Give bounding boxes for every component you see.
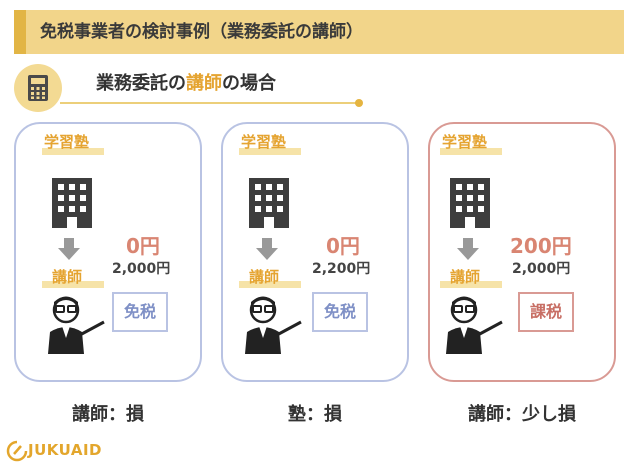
result-label: 講師：損 xyxy=(72,404,144,425)
teacher-label: 講師 xyxy=(450,268,481,286)
teacher-label: 講師 xyxy=(52,268,83,286)
section-title-after: の場合 xyxy=(222,73,276,94)
page-title: 免税事業者の検討事例（業務委託の講師） xyxy=(40,22,363,42)
teacher-pointing-icon xyxy=(44,292,108,360)
building-icon xyxy=(50,174,94,232)
amount-sub: 2,000円 xyxy=(512,261,571,277)
calculator-icon xyxy=(14,64,62,112)
result-label: 講師：少し損 xyxy=(468,404,576,425)
amount-sub: 2,000円 xyxy=(112,261,171,277)
teacher-pointing-icon xyxy=(442,292,506,360)
tax-status-badge: 免税 xyxy=(312,292,368,332)
amount-main: 0円 xyxy=(326,234,360,258)
school-label-underline xyxy=(42,148,104,155)
teacher-label: 講師 xyxy=(249,268,280,286)
amount-main: 0円 xyxy=(126,234,160,258)
amount-main: 200円 xyxy=(510,234,572,258)
section-underline-dot xyxy=(355,99,363,107)
school-label: 学習塾 xyxy=(442,133,488,151)
amount-sub: 2,200円 xyxy=(312,261,371,277)
school-label: 学習塾 xyxy=(44,133,90,151)
school-label-underline xyxy=(239,148,301,155)
header-accent-bar xyxy=(14,10,26,54)
school-label: 学習塾 xyxy=(241,133,287,151)
section-title-before: 業務委託の xyxy=(96,73,186,94)
arrow-down-icon xyxy=(457,238,479,260)
teacher-label-underline xyxy=(440,281,502,288)
header-banner xyxy=(14,10,624,54)
jukuaid-logo-icon xyxy=(6,440,28,462)
case-card-1 xyxy=(14,122,202,382)
section-title: 業務委託の講師の場合 xyxy=(96,70,276,98)
teacher-label-underline xyxy=(42,281,104,288)
school-label-underline xyxy=(440,148,502,155)
building-icon xyxy=(247,174,291,232)
tax-status-badge: 課税 xyxy=(518,292,574,332)
teacher-pointing-icon xyxy=(241,292,305,360)
arrow-down-icon xyxy=(58,238,80,260)
result-label: 塾：損 xyxy=(288,404,342,425)
teacher-label-underline xyxy=(239,281,301,288)
arrow-down-icon xyxy=(256,238,278,260)
section-underline xyxy=(60,102,360,104)
logo-text: JUKUAID xyxy=(28,441,102,459)
section-title-highlight: 講師 xyxy=(186,73,222,94)
building-icon xyxy=(448,174,492,232)
tax-status-badge: 免税 xyxy=(112,292,168,332)
